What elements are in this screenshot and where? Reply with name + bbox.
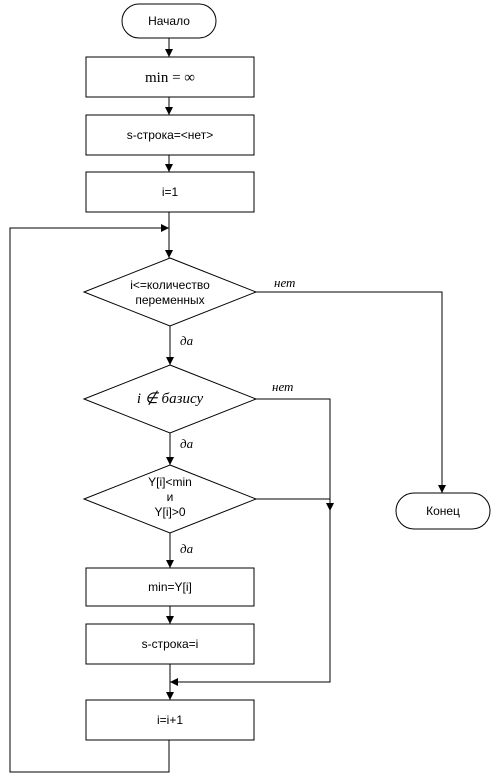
label-y-yes: да: [180, 541, 194, 556]
cond-basis-diamond: i ∉ базису: [82, 364, 258, 434]
arrow-to-i: [165, 164, 173, 172]
start-terminator: Начало: [121, 3, 217, 39]
edge-count-no: [256, 291, 443, 493]
set-row-box: s-строка=i: [85, 623, 255, 665]
label-basis-no: нет: [272, 379, 293, 394]
cond-count-line2: переменных: [135, 293, 204, 307]
arrowheads: [161, 49, 446, 700]
arrow-to-increment: [166, 692, 174, 700]
end-label: Конец: [426, 504, 460, 518]
start-label: Начало: [148, 14, 190, 28]
edge-labels: нет да нет да да: [180, 275, 295, 556]
arrow-loop-entry: [161, 224, 169, 232]
arrow-to-end: [438, 485, 446, 493]
label-count-yes: да: [180, 333, 194, 348]
arrow-to-set-row: [166, 616, 174, 624]
arrow-to-min: [165, 49, 173, 57]
arrow-merge-down: [326, 503, 334, 511]
init-row-box: s-строка=<нет>: [85, 114, 255, 156]
arrow-to-cond-count: [165, 250, 173, 258]
label-count-no: нет: [274, 275, 295, 290]
label-basis-yes: да: [180, 436, 194, 451]
init-i-box: i=1: [85, 171, 255, 213]
init-row-label: s-строка=<нет>: [127, 128, 213, 142]
arrow-to-set-min: [166, 560, 174, 568]
edge-basis-no: [170, 398, 331, 683]
cond-y-line1: Y[i]<min: [148, 475, 192, 489]
increment-box: i=i+1: [85, 699, 255, 741]
connectors: [9, 38, 443, 773]
cond-y-diamond: Y[i]<min и Y[i]>0: [82, 464, 258, 534]
increment-label: i=i+1: [157, 713, 183, 727]
end-terminator: Конец: [395, 492, 491, 530]
init-min-box: min = ∞: [85, 56, 255, 98]
init-i-label: i=1: [162, 185, 179, 199]
arrow-to-cond-basis: [166, 357, 174, 365]
arrow-to-cond-y: [166, 457, 174, 465]
arrow-merge-left: [170, 678, 178, 686]
set-min-box: min=Y[i]: [85, 567, 255, 607]
cond-count-diamond: i<=количество переменных: [82, 257, 258, 327]
cond-count-line1: i<=количество: [130, 278, 210, 292]
set-row-label: s-строка=i: [142, 637, 199, 651]
arrow-to-row: [165, 107, 173, 115]
set-min-label: min=Y[i]: [148, 580, 192, 594]
edge-loop-back: [9, 227, 170, 773]
cond-y-line3: Y[i]>0: [154, 505, 185, 519]
cond-y-line2: и: [167, 490, 174, 504]
init-min-label: min = ∞: [145, 70, 195, 86]
cond-basis-label: i ∉ базису: [137, 390, 204, 407]
